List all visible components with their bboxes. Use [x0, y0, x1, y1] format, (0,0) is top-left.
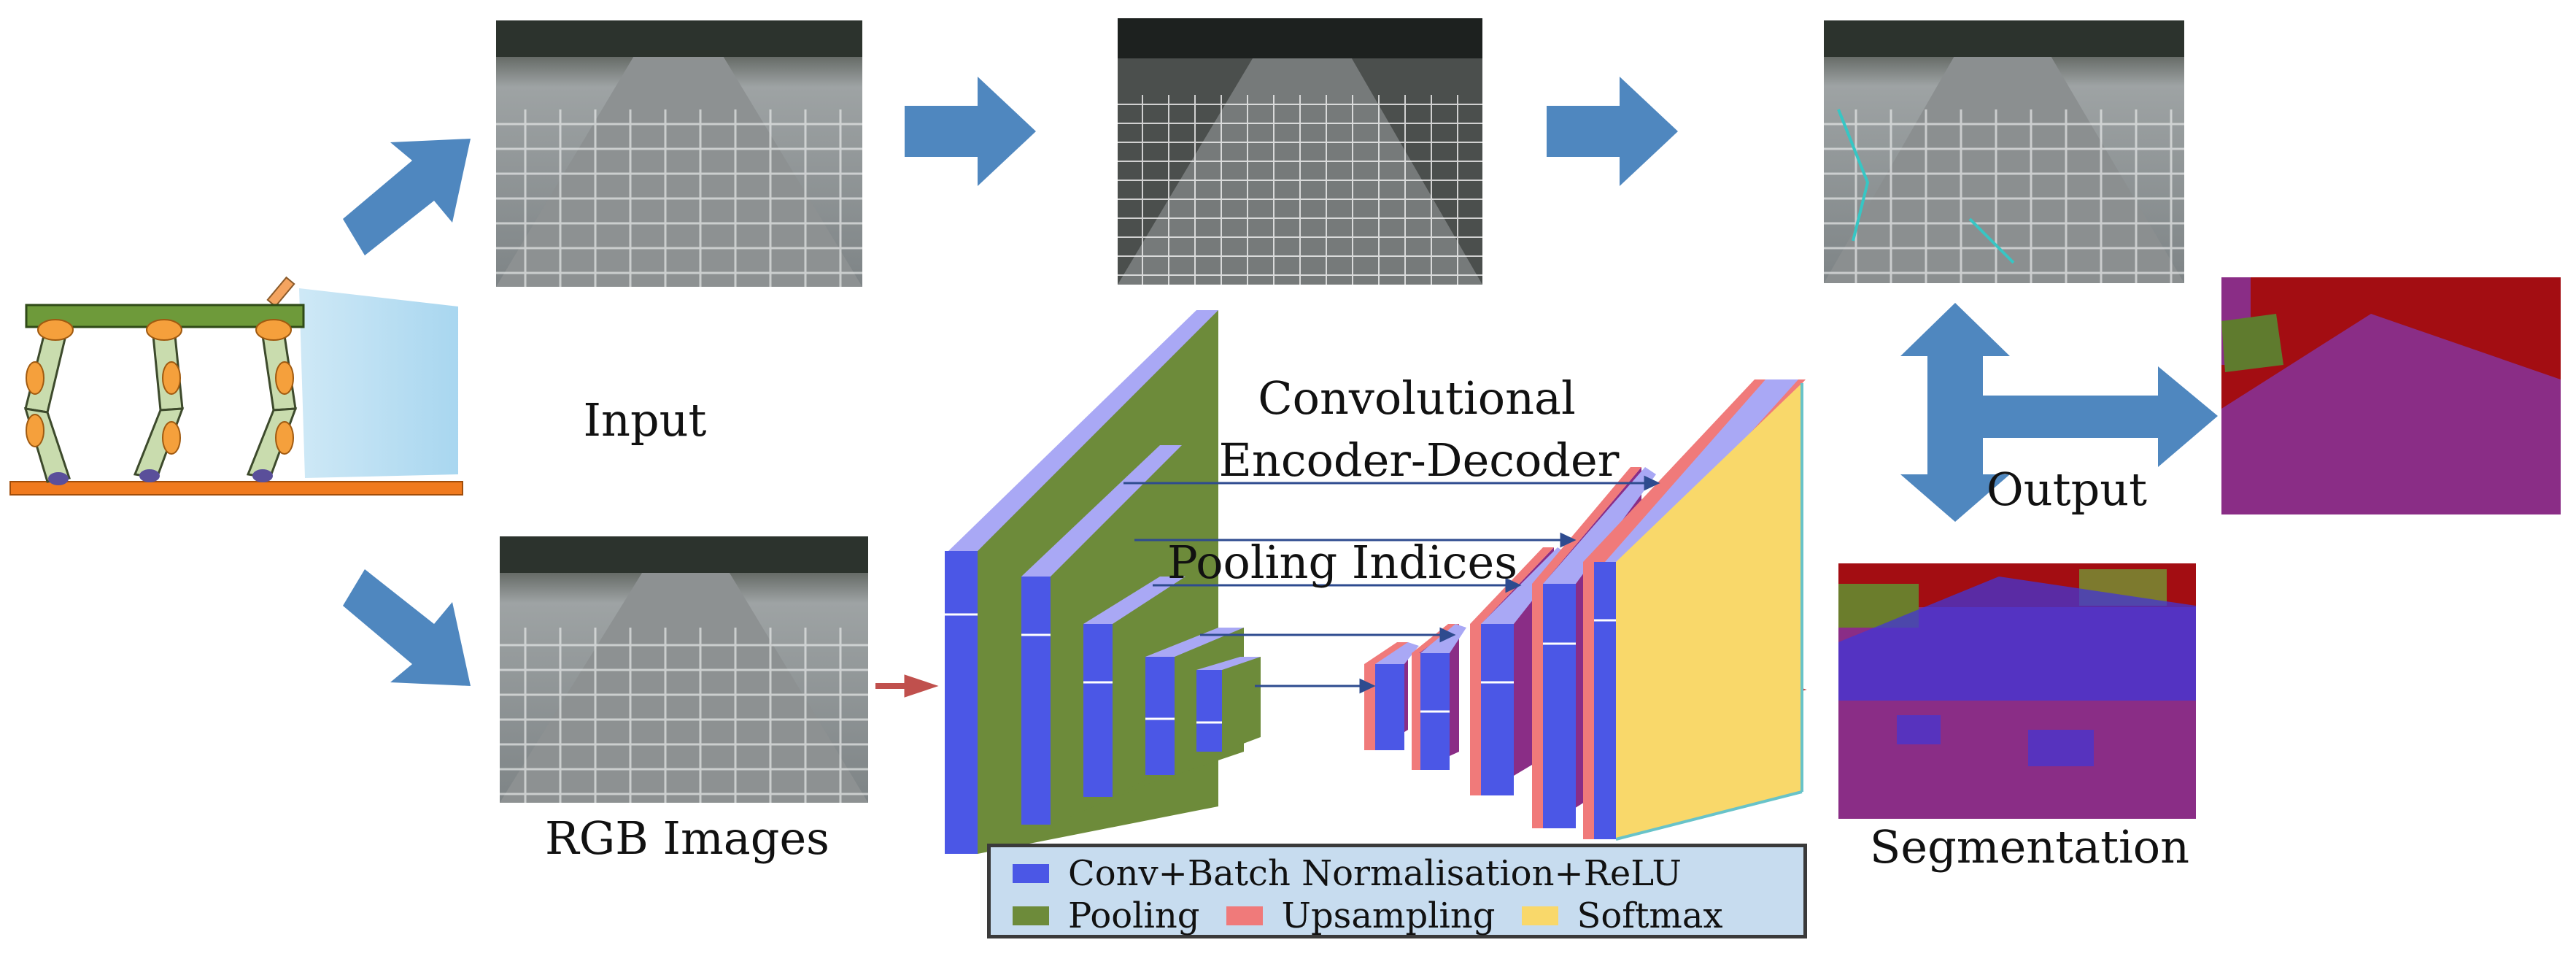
output-cross-arrow [1900, 303, 2218, 522]
legend-pooling-label: Pooling [1068, 895, 1200, 936]
robot-illustration [9, 276, 463, 496]
decoder-block-1 [1364, 642, 1419, 750]
pooling-indices-label: Pooling Indices [1167, 536, 1518, 589]
legend: Conv+Batch Normalisation+ReLU Pooling Up… [987, 844, 1807, 938]
decoder-block-5-softmax [1583, 379, 1806, 841]
conv-swatch [1013, 864, 1049, 883]
softmax-swatch [1521, 906, 1558, 925]
arrow-to-bottom-input [343, 569, 471, 686]
legend-conv-label: Conv+Batch Normalisation+ReLU [1068, 853, 1682, 894]
edge-detection-photo [1118, 18, 1482, 285]
segmentation-map-bottom [1838, 563, 2196, 819]
pooling-swatch [1013, 906, 1049, 925]
input-photo-top [496, 20, 862, 287]
segmentation-map-right [2221, 277, 2561, 514]
conv-title-line1: Convolutional [1258, 371, 1576, 425]
arrow-to-output-image [1547, 77, 1678, 186]
output-label: Output [1986, 463, 2148, 516]
arrow-to-top-input [343, 139, 471, 255]
rgb-images-label: RGB Images [545, 812, 829, 865]
upsampling-swatch [1226, 906, 1263, 925]
legend-upsampling-label: Upsampling [1281, 895, 1496, 936]
legend-softmax-label: Softmax [1577, 895, 1723, 936]
flow-arrows [343, 77, 2218, 686]
input-photo-bottom [500, 536, 868, 803]
decoder-block-2 [1412, 624, 1466, 770]
pooling-index-lines [1123, 475, 1660, 694]
input-label: Input [583, 393, 707, 447]
segmentation-label: Segmentation [1869, 820, 2190, 874]
conv-title-line2: Encoder-Decoder [1218, 433, 1620, 487]
arrow-to-edge-image [905, 77, 1036, 186]
output-photo-top [1824, 20, 2184, 283]
encoder-block-5 [1196, 657, 1261, 752]
